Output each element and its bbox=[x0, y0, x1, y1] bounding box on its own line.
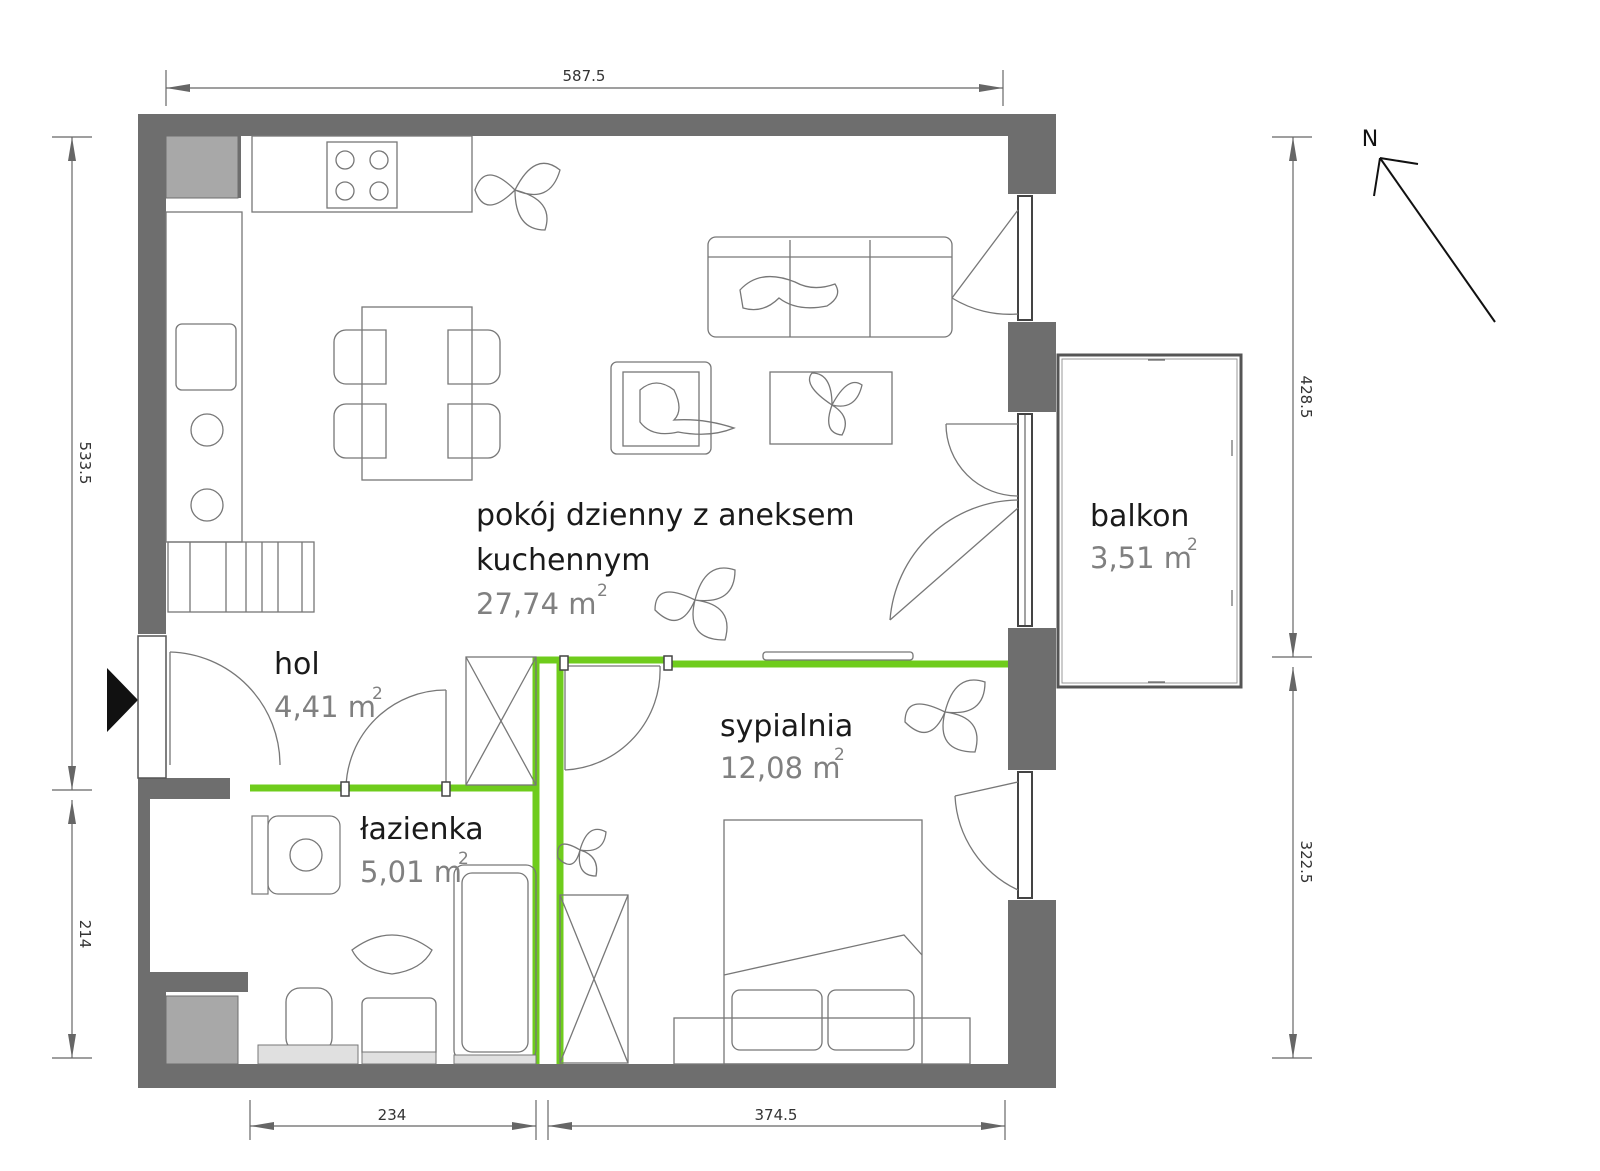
living-room-area: 27,74 m bbox=[476, 587, 597, 621]
dimension-right-lower: 322.5 bbox=[1272, 667, 1315, 1059]
dimension-left-upper: 533.5 bbox=[52, 136, 94, 791]
hall-area-exp: 2 bbox=[372, 684, 383, 704]
plant-bedroom bbox=[904, 679, 986, 753]
bedroom-wardrobe bbox=[559, 894, 629, 1064]
plant-kitchen bbox=[474, 162, 561, 231]
doors bbox=[169, 209, 1019, 891]
dimension-top: 587.5 bbox=[165, 67, 1004, 106]
entrance-arrow-icon bbox=[107, 668, 138, 732]
dimension-right-upper-label: 428.5 bbox=[1297, 376, 1315, 419]
bedroom-area: 12,08 m bbox=[720, 751, 841, 785]
armchair bbox=[610, 361, 736, 455]
balcony bbox=[1056, 353, 1243, 689]
room-label-living: pokój dzienny z aneksem kuchennym 27,74 … bbox=[476, 498, 855, 621]
bed bbox=[673, 819, 971, 1065]
room-label-hall: hol 4,41 m 2 bbox=[274, 647, 383, 724]
kitchen-furniture bbox=[165, 135, 473, 613]
plant-living-room bbox=[654, 567, 736, 641]
dimension-bottom-left-label: 234 bbox=[378, 1106, 407, 1124]
north-label: N bbox=[1362, 127, 1378, 152]
balcony-area-exp: 2 bbox=[1187, 535, 1198, 555]
plant-bedroom-small bbox=[557, 828, 607, 877]
room-label-balcony: balkon 3,51 m 2 bbox=[1090, 499, 1198, 575]
hall-area: 4,41 m bbox=[274, 690, 376, 724]
dimension-right-upper: 428.5 bbox=[1272, 136, 1315, 658]
dimension-top-label: 587.5 bbox=[563, 67, 606, 85]
living-room-name-line2: kuchennym bbox=[476, 543, 650, 578]
dimension-right-lower-label: 322.5 bbox=[1297, 841, 1315, 884]
dimension-left-lower: 214 bbox=[52, 800, 94, 1059]
dimension-left-upper-label: 533.5 bbox=[76, 442, 94, 485]
dining-set bbox=[333, 306, 501, 481]
tv-stand bbox=[762, 651, 914, 661]
sofa bbox=[707, 236, 953, 338]
living-room-name-line1: pokój dzienny z aneksem bbox=[476, 498, 855, 533]
balcony-name: balkon bbox=[1090, 499, 1189, 534]
dimension-bottom-left: 234 bbox=[249, 1100, 537, 1140]
plant-coffee-table bbox=[808, 372, 863, 436]
dimension-left-lower-label: 214 bbox=[76, 920, 94, 949]
hall-name: hol bbox=[274, 647, 320, 682]
north-arrow: N bbox=[1362, 127, 1496, 323]
bathroom-area-exp: 2 bbox=[458, 849, 469, 869]
bathroom-name: łazienka bbox=[360, 812, 484, 847]
balcony-area: 3,51 m bbox=[1090, 541, 1192, 575]
bathroom-fixtures bbox=[251, 815, 537, 1065]
outer-walls bbox=[138, 114, 1056, 1088]
coffee-table bbox=[769, 371, 893, 445]
windows bbox=[1017, 195, 1033, 899]
living-room-area-exp: 2 bbox=[597, 581, 608, 601]
dimension-bottom-right: 374.5 bbox=[547, 1100, 1006, 1140]
room-label-bedroom: sypialnia 12,08 m 2 bbox=[720, 709, 853, 785]
hall-wardrobe bbox=[465, 656, 537, 786]
bedroom-area-exp: 2 bbox=[834, 745, 845, 765]
room-label-bathroom: łazienka 5,01 m 2 bbox=[360, 812, 484, 889]
bathroom-area: 5,01 m bbox=[360, 855, 462, 889]
bedroom-name: sypialnia bbox=[720, 709, 853, 744]
dimension-bottom-right-label: 374.5 bbox=[755, 1106, 798, 1124]
